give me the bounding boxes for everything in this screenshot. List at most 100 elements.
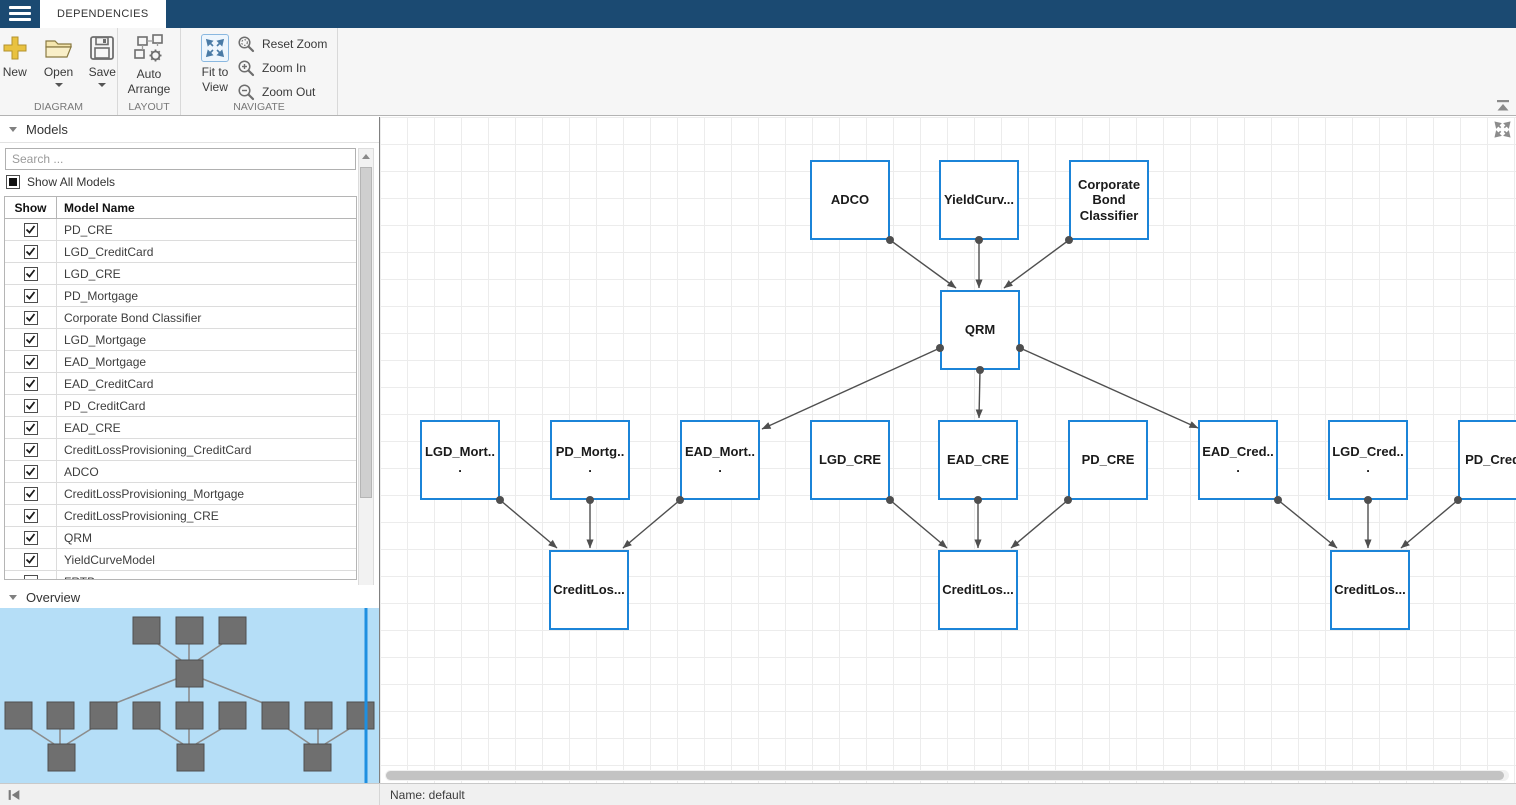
show-all-models-checkbox-row[interactable]: Show All Models <box>6 175 115 189</box>
diagram-node[interactable]: PD_CRE <box>1068 420 1148 500</box>
save-button-label: Save <box>88 65 116 79</box>
model-visibility-checkbox[interactable] <box>23 574 38 579</box>
auto-arrange-icon <box>134 34 164 64</box>
model-visibility-checkbox[interactable] <box>23 442 38 457</box>
model-name-label: FRTB <box>56 571 356 579</box>
ribbon-group-label-navigate: NAVIGATE <box>233 101 285 113</box>
canvas-horizontal-scrollbar[interactable] <box>385 770 1509 781</box>
diagram-node[interactable]: LGD_CRE <box>810 420 890 500</box>
menu-icon[interactable] <box>9 6 33 22</box>
diagram-node[interactable]: EAD_Cred... <box>1198 420 1278 500</box>
models-table-header: Show Model Name <box>5 197 356 219</box>
model-row: EAD_CreditCard <box>5 373 356 395</box>
model-row: CreditLossProvisioning_CRE <box>5 505 356 527</box>
diagram-node[interactable]: PD_Mortg... <box>550 420 630 500</box>
model-visibility-checkbox[interactable] <box>23 288 38 303</box>
diagram-node[interactable]: PD_Cred... <box>1458 420 1516 500</box>
ribbon-group-navigate: Fit to View Reset Zoom <box>181 28 338 115</box>
open-dropdown-caret-icon[interactable] <box>54 83 63 87</box>
new-icon <box>1 34 29 62</box>
model-visibility-checkbox[interactable] <box>23 420 38 435</box>
model-name-label: LGD_Mortgage <box>56 329 356 350</box>
model-visibility-checkbox[interactable] <box>23 530 38 545</box>
diagram-node[interactable]: YieldCurv... <box>939 160 1019 240</box>
diagram-name-status: Name: default <box>390 787 465 802</box>
collapse-panel-icon[interactable] <box>6 787 22 803</box>
model-name-label: PD_CreditCard <box>56 395 356 416</box>
models-section-header[interactable]: Models <box>0 117 379 143</box>
save-button[interactable]: Save <box>88 34 118 87</box>
title-bar: DEPENDENCIES <box>0 0 1516 28</box>
model-row: CreditLossProvisioning_Mortgage <box>5 483 356 505</box>
ribbon-group-label-diagram: DIAGRAM <box>33 101 83 113</box>
reset-zoom-icon <box>237 35 255 53</box>
fit-to-view-button[interactable]: Fit to View <box>191 34 239 95</box>
show-all-models-checkbox[interactable] <box>6 175 20 189</box>
diagram-node[interactable]: QRM <box>940 290 1020 370</box>
model-name-label: YieldCurveModel <box>56 549 356 570</box>
model-visibility-checkbox[interactable] <box>23 354 38 369</box>
tab-dependencies[interactable]: DEPENDENCIES <box>40 0 166 28</box>
model-row: PD_CRE <box>5 219 356 241</box>
model-visibility-checkbox[interactable] <box>23 552 38 567</box>
zoom-out-icon <box>237 83 255 101</box>
model-row: EAD_Mortgage <box>5 351 356 373</box>
diagram-node[interactable]: CreditLos... <box>549 550 629 630</box>
collapse-ribbon-icon[interactable] <box>1495 99 1511 112</box>
model-visibility-checkbox[interactable] <box>23 398 38 413</box>
model-visibility-checkbox[interactable] <box>23 332 38 347</box>
ribbon-group-label-layout: LAYOUT <box>128 101 170 113</box>
model-row: PD_Mortgage <box>5 285 356 307</box>
model-row: LGD_Mortgage <box>5 329 356 351</box>
auto-arrange-button[interactable]: Auto Arrange <box>121 34 177 97</box>
diagram-node[interactable]: LGD_Cred... <box>1328 420 1408 500</box>
ribbon-group-layout: Auto Arrange LAYOUT <box>118 28 181 115</box>
overview-minimap[interactable] <box>0 608 379 783</box>
models-collapse-chevron-icon[interactable] <box>9 127 17 132</box>
diagram-node[interactable]: EAD_Mort... <box>680 420 760 500</box>
model-visibility-checkbox[interactable] <box>23 376 38 391</box>
model-visibility-checkbox[interactable] <box>23 266 38 281</box>
model-row: LGD_CRE <box>5 263 356 285</box>
open-button[interactable]: Open <box>44 34 74 87</box>
diagram-node[interactable]: CreditLos... <box>1330 550 1410 630</box>
diagram-canvas[interactable]: ADCO YieldCurv... Corporate Bond Classifie… <box>380 117 1516 783</box>
model-search-input[interactable] <box>5 148 356 170</box>
model-row: YieldCurveModel <box>5 549 356 571</box>
save-dropdown-caret-icon[interactable] <box>98 83 107 87</box>
new-button[interactable]: New <box>0 34 30 87</box>
model-name-label: LGD_CRE <box>56 263 356 284</box>
model-visibility-checkbox[interactable] <box>23 464 38 479</box>
model-visibility-checkbox[interactable] <box>23 222 38 237</box>
model-name-label: EAD_CreditCard <box>56 373 356 394</box>
model-visibility-checkbox[interactable] <box>23 486 38 501</box>
model-visibility-checkbox[interactable] <box>23 508 38 523</box>
show-all-models-label: Show All Models <box>27 175 116 189</box>
reset-zoom-button[interactable]: Reset Zoom <box>237 32 327 56</box>
zoom-in-button[interactable]: Zoom In <box>237 56 327 80</box>
models-scrollbar-thumb[interactable] <box>360 167 372 498</box>
model-row: LGD_CreditCard <box>5 241 356 263</box>
diagram-node[interactable]: EAD_CRE <box>938 420 1018 500</box>
tab-label: DEPENDENCIES <box>57 8 149 20</box>
scroll-up-arrow-icon[interactable] <box>359 149 373 163</box>
model-visibility-checkbox[interactable] <box>23 244 38 259</box>
model-name-label: Corporate Bond Classifier <box>56 307 356 328</box>
model-name-label: CreditLossProvisioning_CRE <box>56 505 356 526</box>
open-folder-icon <box>44 34 74 62</box>
zoom-out-button[interactable]: Zoom Out <box>237 80 327 104</box>
diagram-node[interactable]: CreditLos... <box>938 550 1018 630</box>
ribbon-group-diagram: New Open <box>0 28 118 115</box>
expand-canvas-icon[interactable] <box>1494 121 1511 138</box>
diagram-node[interactable]: ADCO <box>810 160 890 240</box>
diagram-node[interactable]: LGD_Mort... <box>420 420 500 500</box>
canvas-hscroll-thumb[interactable] <box>386 771 1504 780</box>
model-row: EAD_CRE <box>5 417 356 439</box>
reset-zoom-label: Reset Zoom <box>262 37 328 51</box>
models-list-scrollbar[interactable] <box>358 148 374 601</box>
model-row: QRM <box>5 527 356 549</box>
model-row: Corporate Bond Classifier <box>5 307 356 329</box>
model-visibility-checkbox[interactable] <box>23 310 38 325</box>
overview-collapse-chevron-icon[interactable] <box>9 595 17 600</box>
diagram-node[interactable]: Corporate Bond Classifier <box>1069 160 1149 240</box>
